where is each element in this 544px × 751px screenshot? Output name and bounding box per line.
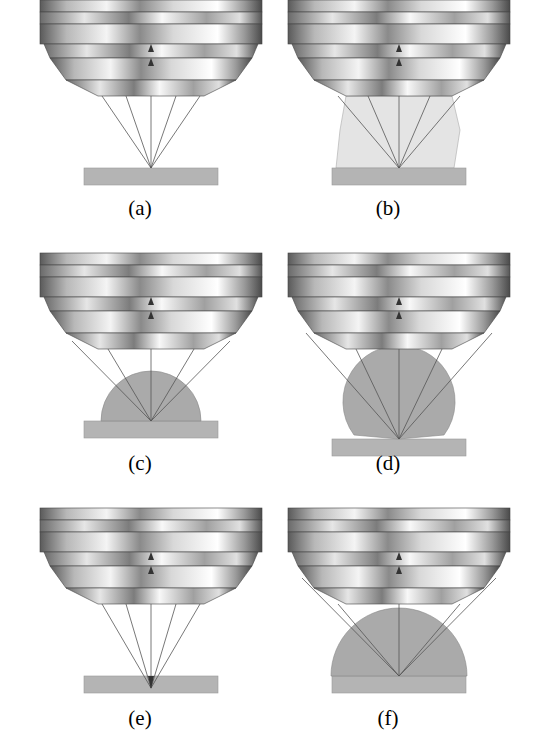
- light-ray: [356, 349, 399, 439]
- light-ray: [399, 604, 460, 676]
- objective-lens: [288, 508, 510, 604]
- light-ray: [399, 96, 400, 168]
- light-ray: [102, 96, 151, 168]
- light-ray: [306, 333, 399, 439]
- panel-label: (c): [128, 453, 151, 474]
- light-ray: [338, 96, 399, 168]
- focus-in-substrate: [148, 676, 154, 689]
- light-ray: [126, 604, 151, 688]
- light-ray: [338, 604, 399, 676]
- light-ray: [151, 349, 152, 421]
- objective-lens: [288, 0, 510, 96]
- objective-panel: [40, 508, 262, 693]
- objective-lens: [40, 0, 262, 96]
- objective-lens: [40, 253, 262, 349]
- objective-panel: [288, 0, 510, 185]
- panel-label: (b): [376, 198, 401, 219]
- light-ray: [399, 96, 430, 168]
- light-ray: [151, 604, 176, 688]
- light-ray: [399, 578, 496, 676]
- light-ray: [151, 604, 200, 688]
- objective-panel: [40, 253, 262, 438]
- light-ray: [399, 604, 400, 676]
- light-ray: [399, 349, 400, 439]
- panel-label: (a): [128, 198, 151, 219]
- objective-panel: [40, 0, 262, 185]
- panel-label: (f): [378, 708, 399, 729]
- specimen-slide: [84, 421, 218, 438]
- objective-lens: [40, 508, 262, 604]
- light-ray: [108, 349, 151, 421]
- light-ray: [399, 333, 492, 439]
- weierstrass-sphere: [343, 345, 455, 439]
- specimen-slide: [332, 676, 466, 693]
- light-ray: [368, 96, 399, 168]
- specimen-slide: [84, 676, 218, 693]
- objective-panel: [288, 508, 510, 693]
- light-ray: [151, 341, 230, 421]
- light-ray: [102, 604, 151, 688]
- light-ray: [399, 349, 442, 439]
- light-ray: [126, 96, 151, 168]
- light-ray: [151, 96, 152, 168]
- light-ray: [151, 349, 194, 421]
- light-ray: [151, 96, 200, 168]
- light-ray: [151, 96, 176, 168]
- light-ray: [151, 604, 152, 688]
- objective-lens: [288, 253, 510, 349]
- immersion-oil: [336, 96, 460, 168]
- panel-label: (e): [128, 708, 151, 729]
- light-ray: [399, 96, 460, 168]
- light-ray: [72, 341, 151, 421]
- light-ray: [302, 578, 399, 676]
- specimen-slide: [332, 168, 466, 185]
- panel-label: (d): [376, 453, 401, 474]
- objective-panel: [288, 253, 510, 456]
- specimen-slide: [84, 168, 218, 185]
